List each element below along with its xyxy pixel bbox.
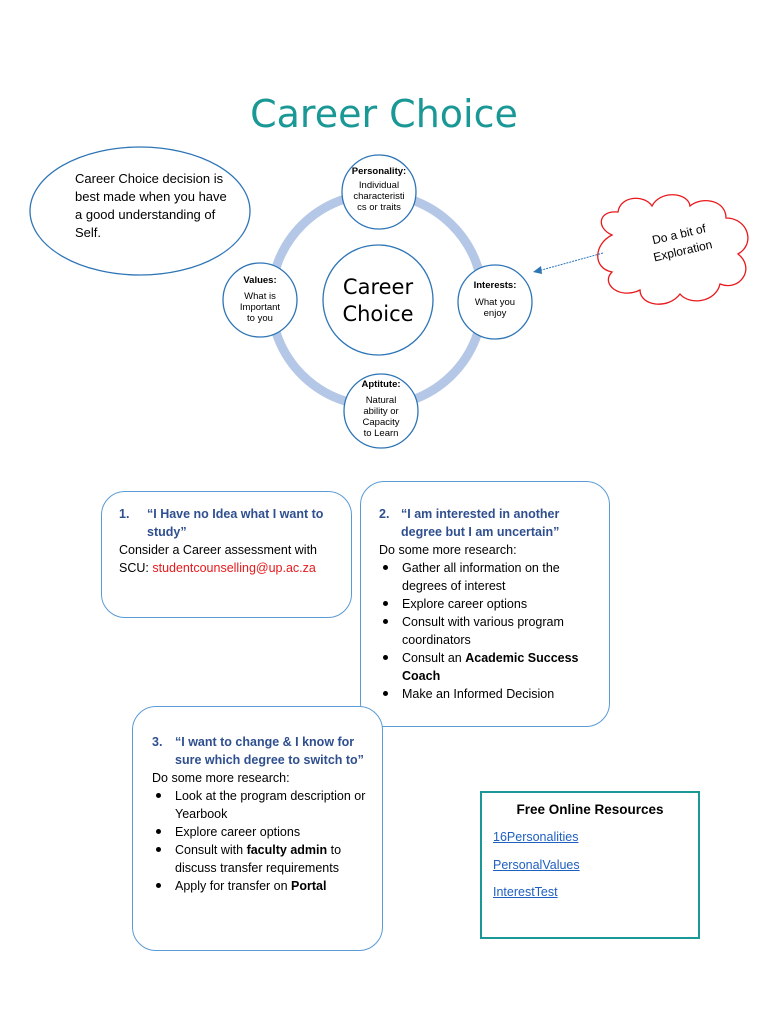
aptitude-node: Aptitute: Natural ability or Capacity to… [344,379,418,439]
box3-heading-text: “I want to change & I know for sure whic… [175,735,364,767]
box2-number: 2. [379,507,390,521]
personality-line: cs or traits [357,202,401,213]
personality-line: characteristi [353,191,405,202]
interests-circle [457,264,533,340]
link-personalvalues[interactable]: PersonalValues [493,858,580,872]
box2-list-item: Make an Informed Decision [379,685,597,703]
box3-list-item: Apply for transfer on Portal [152,877,370,895]
box3-number: 3. [152,735,163,749]
box2-heading: 2. “I am interested in another degree bu… [379,505,597,541]
interests-line: enjoy [483,308,507,319]
interests-title: Interests: [473,280,517,291]
aptitude-line: Capacity [362,417,400,428]
option-box-3: 3. “I want to change & I know for sure w… [132,706,383,951]
interests-node: Interests: What you enjoy [458,280,532,319]
box3-list-item: Explore career options [152,823,370,841]
intro-oval-text: Career Choice decision is best made when… [75,171,227,240]
interests-line: What you [474,297,516,308]
cloud-arrow [537,252,604,272]
box2-list-item: Gather all information on the degrees of… [379,559,597,595]
portal: Portal [291,879,327,893]
aptitude-line: to Learn [363,428,399,439]
resources-box: Free Online Resources 16Personalities Pe… [480,791,700,939]
center-label: Career Choice [323,274,433,328]
box1-body: Consider a Career assessment with SCU: s… [119,541,341,577]
aptitude-title: Aptitute: [361,379,401,390]
values-circle [222,262,298,338]
box1-heading-text: “I Have no Idea what I want to study” [147,507,324,539]
box2-list: Gather all information on the degrees of… [379,559,597,703]
box2-list-item: Consult an Academic Success Coach [379,649,597,685]
exploration-cloud [597,194,749,305]
box3-heading: 3. “I want to change & I know for sure w… [152,733,370,769]
center-circle [322,244,434,356]
values-line: to you [247,313,273,324]
personality-line: Individual [358,180,400,191]
box3-intro: Do some more research: [152,771,290,785]
personality-title: Personality: [351,166,407,177]
values-line: Important [239,302,281,313]
center-label-line1: Career [342,275,414,299]
intro-oval [29,146,251,276]
scu-email-link[interactable]: studentcounselling@up.ac.za [152,561,316,575]
box2-list-item: Consult with various program coordinator… [379,613,597,649]
box3-list: Look at the program description or Yearb… [152,787,370,895]
link-interesttest[interactable]: InterestTest [493,885,558,899]
box1-body-text: Consider a Career assessment with SCU: [119,543,317,575]
values-title: Values: [243,275,277,286]
box2-heading-text: “I am interested in another degree but I… [401,507,560,539]
values-line: What is [244,291,276,302]
box1-number: 1. [119,507,130,521]
box3-list-item: Consult with faculty admin to discuss tr… [152,841,370,877]
box2-intro: Do some more research: [379,543,517,557]
box2-list-item: Explore career options [379,595,597,613]
box1-heading: 1. “I Have no Idea what I want to study” [119,505,341,541]
academic-success-coach: Academic Success Coach [402,651,579,683]
box3-list-item: Look at the program description or Yearb… [152,787,370,823]
option-box-1: 1. “I Have no Idea what I want to study”… [101,491,352,618]
link-16personalities[interactable]: 16Personalities [493,830,579,844]
aptitude-line: ability or [363,406,399,417]
aptitude-circle [343,373,419,449]
personality-node: Personality: Individual characteristi cs… [342,166,416,213]
page-title: Career Choice [250,92,518,136]
faculty-admin: faculty admin [246,843,328,857]
values-node: Values: What is Important to you [223,275,297,324]
aptitude-line: Natural [365,395,397,406]
resources-title: Free Online Resources [516,802,664,817]
option-box-2: 2. “I am interested in another degree bu… [360,481,610,727]
personality-circle [341,154,417,230]
arrow-head [533,266,542,274]
center-label-line2: Choice [342,302,414,326]
